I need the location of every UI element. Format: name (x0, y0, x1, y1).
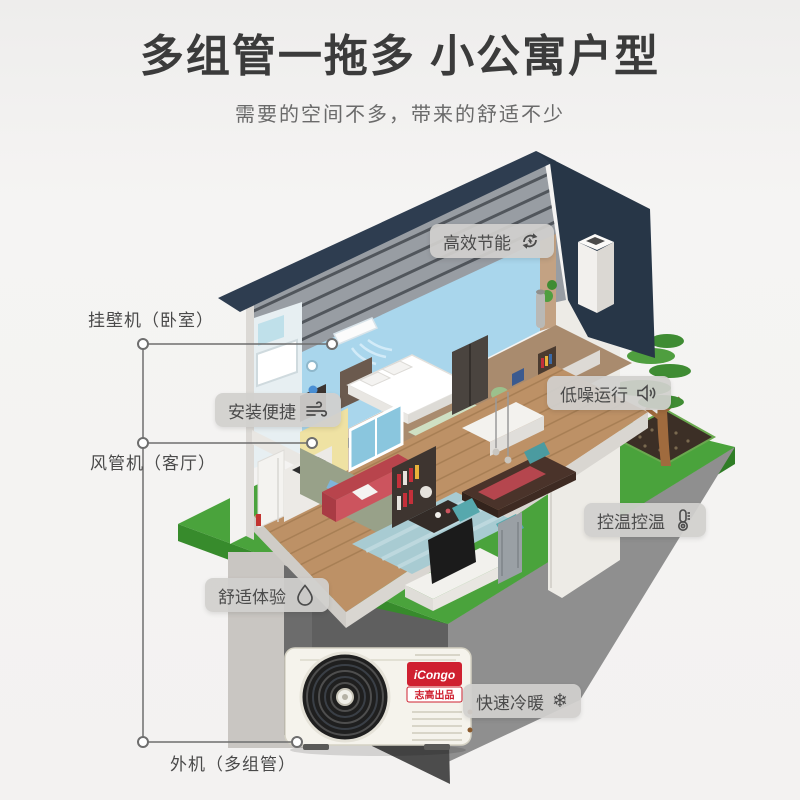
page-subtitle: 需要的空间不多，带来的舒适不少 (235, 104, 565, 126)
brand-badge: iCongo 志高出品 (406, 662, 463, 703)
chimney (578, 234, 614, 313)
label-outdoor-unit: 外机（多组管） (170, 755, 296, 774)
refresh-arrows-icon (519, 230, 541, 252)
droplet-icon (294, 583, 316, 607)
badge-temp-control-label: 控温控温 (597, 512, 665, 532)
badge-comfort: 舒适体验 (205, 578, 329, 612)
page-title: 多组管一拖多 小公寓户型 (139, 32, 661, 81)
badge-fast-heat-cool-label: 快速冷暖 (476, 693, 544, 713)
header: 多组管一拖多 小公寓户型 需要的空间不多，带来的舒适不少 (0, 0, 800, 127)
anchor-outdoor-right (291, 736, 303, 748)
anchor-outdoor-left (137, 736, 149, 748)
wall-ac-unit (332, 317, 393, 366)
speaker-icon (636, 383, 658, 403)
thermometer-icon (673, 508, 693, 532)
wardrobe (452, 335, 488, 415)
outdoor-unit: iCongo 志高出品 (284, 647, 473, 756)
side-vents (412, 654, 462, 741)
label-wall-unit: 挂壁机（卧室） (88, 311, 214, 330)
maker-text: 志高出品 (415, 689, 455, 702)
label-duct-unit: 风管机（客厅） (90, 454, 216, 473)
badge-easy-install-label: 安装便捷 (228, 402, 296, 422)
brand-logo-text: iCongo (414, 668, 455, 682)
badge-quiet-label: 低噪运行 (560, 385, 628, 405)
standing-cabinet (498, 512, 522, 584)
fan-grille (299, 651, 391, 743)
vent-pipe (536, 289, 545, 328)
kitchen (256, 401, 404, 529)
badge-quiet: 低噪运行 (547, 376, 671, 410)
snowflake-icon: ❄ (552, 690, 568, 712)
badge-fast-heat-cool: 快速冷暖 ❄ (463, 684, 581, 718)
dining-set (452, 392, 576, 538)
anchor-wall-unit-right (326, 338, 338, 350)
badge-comfort-label: 舒适体验 (218, 587, 286, 607)
badge-efficiency-label: 高效节能 (443, 233, 511, 253)
bookshelf-living (392, 446, 436, 528)
anchor-duct-unit-right (306, 437, 318, 449)
badge-easy-install: 安装便捷 (215, 393, 341, 427)
anchor-duct-unit-left (137, 437, 149, 449)
badge-temp-control: 控温控温 (584, 503, 706, 537)
anchor-wall-unit-left (137, 338, 149, 350)
tv-and-bench (405, 518, 508, 611)
airflow-icon (304, 400, 328, 420)
badge-efficiency: 高效节能 (430, 224, 554, 258)
